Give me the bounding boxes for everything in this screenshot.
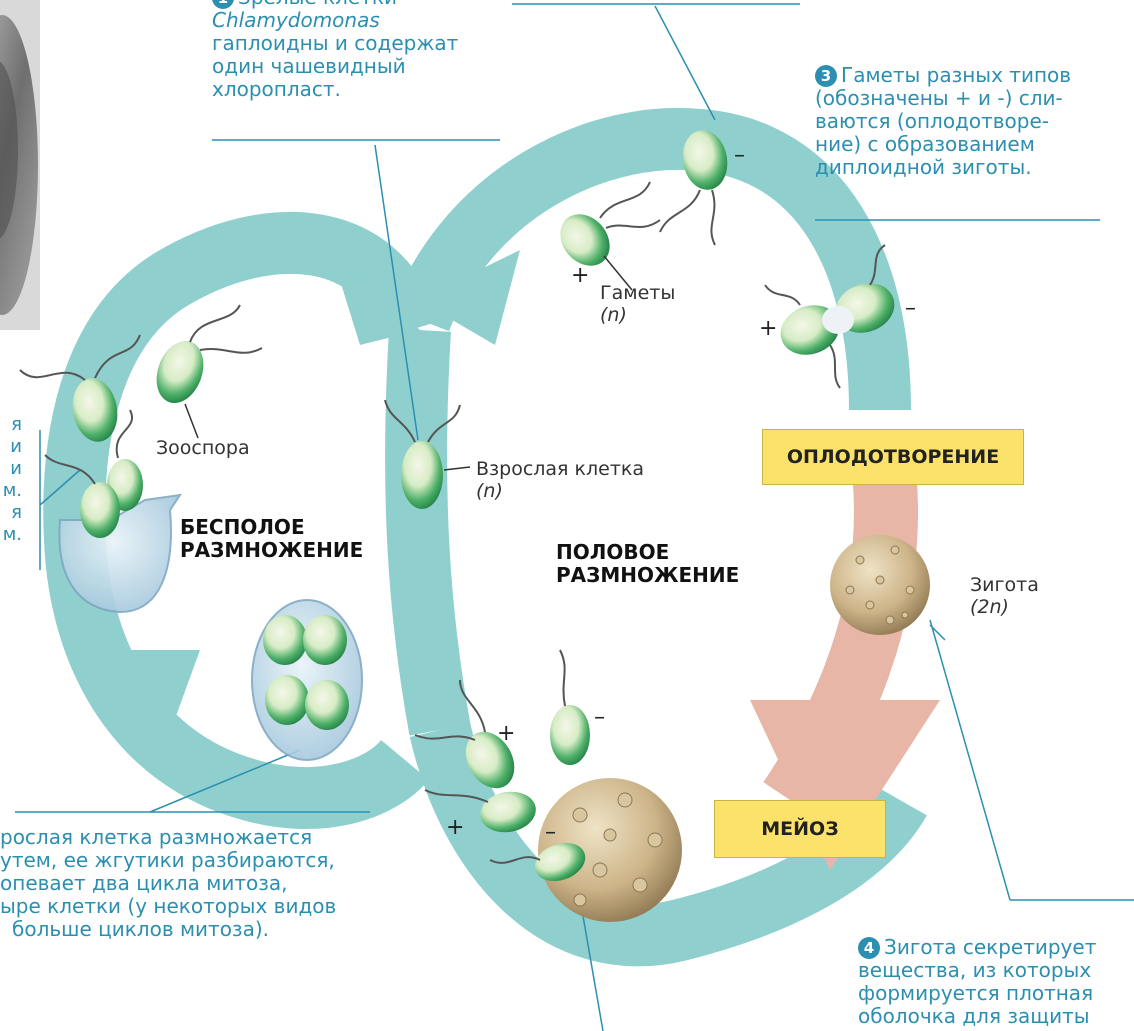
phase-asexual-line-2: РАЗМНОЖЕНИЕ — [180, 539, 363, 562]
micrograph-photo — [0, 0, 40, 330]
caption-2-line-2: утем, ее жгутики разбираются, — [0, 849, 336, 872]
plus-sign: + — [497, 723, 515, 745]
caption-2-line-4: ыре клетки (у некоторых видов — [0, 895, 336, 918]
plus-sign: + — [446, 817, 464, 839]
left-fragment-line: и — [0, 458, 22, 480]
caption-3-line-2: (обозначены + и -) сли- — [815, 87, 1071, 110]
left-fragment-line: и — [0, 436, 22, 458]
caption-mature-cells: 1Зрелые клетки Chlamydomonas гаплоидны и… — [212, 0, 458, 101]
minus-sign: – — [905, 298, 916, 320]
label-adult-cell-text: Взрослая клетка — [476, 458, 644, 480]
step-number-3: 3 — [815, 65, 837, 87]
box-fertilization: ОПЛОДОТВОРЕНИЕ — [762, 429, 1024, 485]
left-fragment-line: я — [0, 414, 22, 436]
phase-sexual-line-2: РАЗМНОЖЕНИЕ — [556, 564, 739, 587]
caption-3-line-3: ваются (оплодотворе- — [815, 110, 1071, 133]
minus-sign: – — [594, 707, 605, 729]
mitosis-four-cells — [252, 600, 362, 760]
caption-4-line-4: оболочка для защиты — [858, 1005, 1096, 1028]
label-gametes-text: Гаметы — [600, 282, 675, 304]
label-adult-cell-ploidy: (n) — [476, 480, 644, 502]
caption-2-line-5: больше циклов митоза). — [0, 918, 336, 941]
label-gametes-ploidy: (n) — [600, 304, 675, 326]
plus-sign: + — [759, 318, 777, 340]
caption-4-line-1: Зигота секретирует — [884, 935, 1096, 959]
caption-3-line-1: Гаметы разных типов — [841, 63, 1071, 87]
caption-1-line-2: Chlamydomonas — [212, 9, 458, 32]
minus-sign: – — [734, 145, 745, 167]
label-adult-cell: Взрослая клетка (n) — [476, 458, 644, 502]
caption-3-line-4: ние) с образованием — [815, 133, 1071, 156]
caption-left-fragment: я и и м. я м. — [0, 414, 22, 546]
caption-3-line-5: диплоидной зиготы. — [815, 156, 1071, 179]
phase-sexual: ПОЛОВОЕ РАЗМНОЖЕНИЕ — [556, 541, 739, 587]
label-zoospore: Зооспора — [156, 437, 250, 459]
plus-sign: + — [571, 265, 589, 287]
label-zygote-ploidy: (2n) — [970, 596, 1039, 618]
caption-2-line-3: опевает два цикла митоза, — [0, 872, 336, 895]
box-meiosis: МЕЙОЗ — [714, 800, 886, 858]
caption-1-line-4: один чашевидный — [212, 55, 458, 78]
phase-asexual-line-1: БЕСПОЛОЕ — [180, 516, 363, 539]
phase-sexual-line-1: ПОЛОВОЕ — [556, 541, 739, 564]
caption-asexual-mitosis: рослая клетка размножается утем, ее жгут… — [0, 826, 336, 941]
caption-1-line-5: хлоропласт. — [212, 78, 458, 101]
phase-asexual: БЕСПОЛОЕ РАЗМНОЖЕНИЕ — [180, 516, 363, 562]
caption-4-line-2: вещества, из которых — [858, 959, 1096, 982]
label-gametes: Гаметы (n) — [600, 282, 675, 326]
label-zygote: Зигота (2n) — [970, 574, 1039, 618]
minus-sign: – — [545, 822, 556, 844]
caption-1-line-3: гаплоидны и содержат — [212, 32, 458, 55]
label-zygote-text: Зигота — [970, 574, 1039, 596]
left-fragment-line: м. — [0, 524, 22, 546]
step-number-4: 4 — [858, 937, 880, 959]
caption-2-line-1: рослая клетка размножается — [0, 826, 336, 849]
caption-4-line-3: формируется плотная — [858, 982, 1096, 1005]
left-fragment-line: м. — [0, 480, 22, 502]
left-fragment-line: я — [0, 502, 22, 524]
